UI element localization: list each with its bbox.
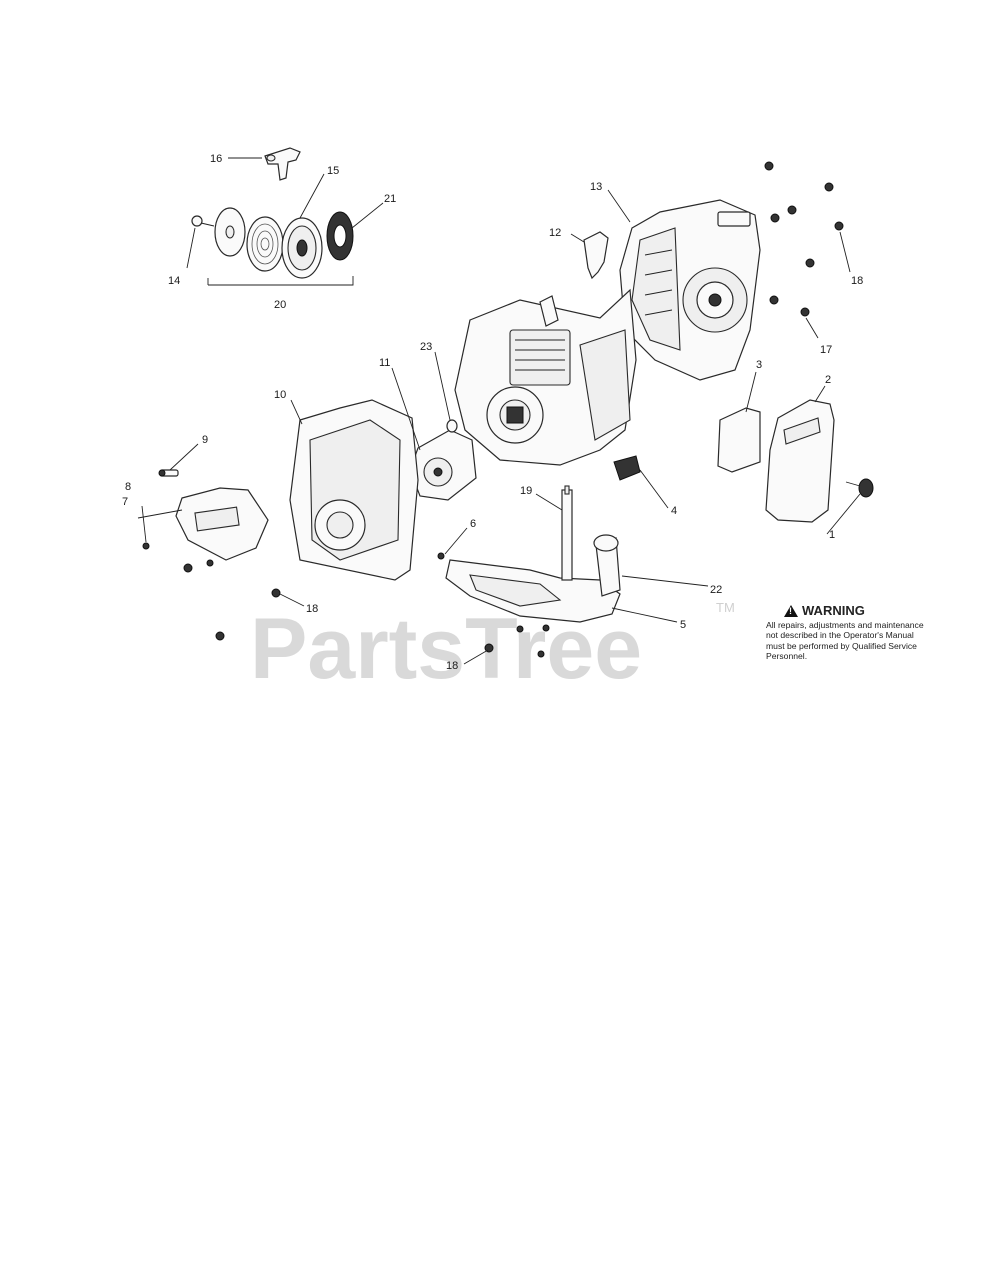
- callout-5: 5: [680, 619, 686, 631]
- shield-bolt[interactable]: [158, 469, 179, 477]
- leader-lines: [137, 157, 861, 665]
- callout-12: 12: [549, 227, 561, 239]
- engine-housing[interactable]: [619, 199, 761, 381]
- callout-17: 17: [820, 344, 832, 356]
- warning-notice: WARNING All repairs, adjustments and mai…: [766, 603, 926, 662]
- starter-spring[interactable]: [246, 216, 284, 272]
- callout-23: 23: [420, 341, 432, 353]
- recoil-pawl[interactable]: [326, 211, 354, 261]
- muffler-shield[interactable]: [175, 487, 269, 561]
- starter-handle[interactable]: [264, 147, 301, 181]
- warning-body: All repairs, adjustments and maintenance…: [766, 620, 924, 662]
- flywheel-plate[interactable]: [409, 429, 477, 501]
- callout-16-handle: 16: [210, 153, 222, 165]
- callout-15: 15: [327, 165, 339, 177]
- cover-knob[interactable]: [845, 478, 874, 498]
- callout-20: 20: [274, 299, 286, 311]
- air-filter-element[interactable]: [717, 407, 761, 473]
- watermark-trademark: TM: [716, 600, 735, 615]
- dipstick-tube[interactable]: [561, 485, 573, 581]
- filler-neck[interactable]: [593, 534, 621, 597]
- housing-screws[interactable]: [764, 161, 844, 317]
- callout-18-left: 18: [306, 603, 318, 615]
- callout-18-bottom: 18: [446, 660, 458, 672]
- bushing[interactable]: [446, 419, 458, 433]
- callout-1: 1: [829, 529, 835, 541]
- warning-heading: WARNING: [784, 603, 926, 618]
- starter-pulley[interactable]: [281, 217, 323, 279]
- callout-9: 9: [202, 434, 208, 446]
- callout-8: 8: [125, 481, 131, 493]
- misc-fasteners[interactable]: [142, 542, 550, 658]
- fuel-tank[interactable]: [445, 559, 621, 623]
- callout-18-upper: 18: [851, 275, 863, 287]
- callout-4: 4: [671, 505, 677, 517]
- callout-6: 6: [470, 518, 476, 530]
- callout-2: 2: [825, 374, 831, 386]
- fan-housing[interactable]: [289, 399, 419, 581]
- callout-7: 7: [122, 496, 128, 508]
- engine-block[interactable]: [454, 288, 637, 466]
- bracket-20: [207, 276, 354, 286]
- fuel-cap[interactable]: [613, 455, 641, 481]
- callout-14: 14: [168, 275, 180, 287]
- air-filter-cover[interactable]: [765, 399, 835, 523]
- callout-3: 3: [756, 359, 762, 371]
- callout-10: 10: [274, 389, 286, 401]
- callout-13: 13: [590, 181, 602, 193]
- warning-triangle-icon: [784, 604, 798, 617]
- callout-21: 21: [384, 193, 396, 205]
- callout-11: 11: [379, 357, 390, 369]
- callout-19: 19: [520, 485, 532, 497]
- starter-washer[interactable]: [214, 207, 246, 257]
- throttle-trigger[interactable]: [583, 231, 609, 280]
- callout-22: 22: [710, 584, 722, 596]
- starter-screw[interactable]: [191, 215, 215, 227]
